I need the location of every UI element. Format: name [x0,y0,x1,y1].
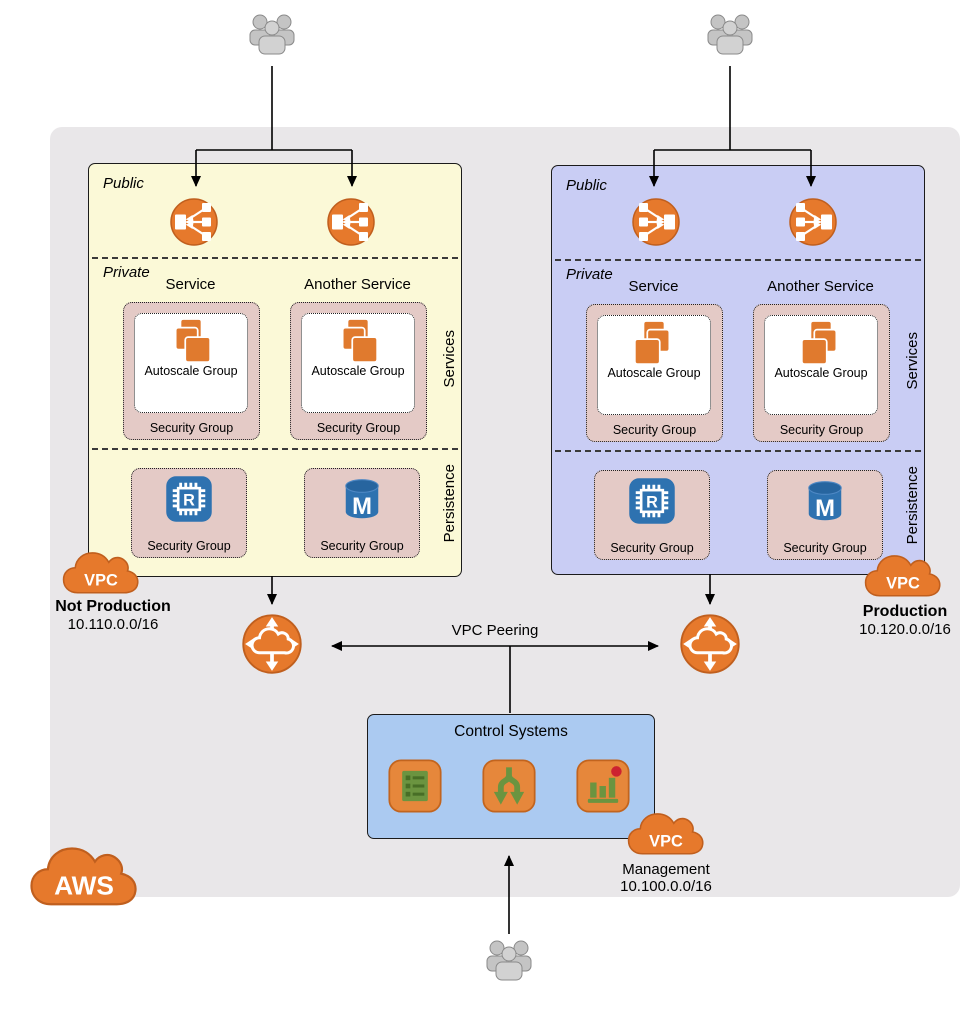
vpc-box-production: Public [551,165,925,575]
vpc-badge-label: VPC [84,572,118,590]
instances-stack-icon [174,318,212,363]
autoscale-group-label: Autoscale Group [144,364,238,378]
vpc-caption-not-production: Not Production 10.110.0.0/16 [28,598,198,633]
autoscale-group-label: Autoscale Group [311,364,405,378]
mysql-database-icon: M [808,481,842,522]
vpc-cidr: 10.100.0.0/16 [620,878,712,895]
redis-cache-icon: R [629,478,675,524]
vpc-badge-label: VPC [649,833,683,851]
security-group-box: R Security Group [594,470,710,560]
security-group-label: Security Group [149,421,234,435]
security-group-box: Autoscale Group Security Group [123,302,260,440]
autoscale-group-box: Autoscale Group [134,313,248,413]
security-group-label: Security Group [783,541,867,555]
service-title: Service [628,278,679,295]
load-balancer-icon [170,198,218,246]
aws-cloud-logo: AWS [30,847,137,906]
svg-text:M: M [815,495,835,522]
redis-cache-icon: R [166,476,212,522]
another-service-title: Another Service [767,278,874,295]
vpc-caption-production: Production 10.120.0.0/16 [820,603,973,638]
public-private-divider [92,257,458,259]
aws-logo-label: AWS [54,870,114,900]
load-balancer-icon [632,198,680,246]
private-zone-label: Private [566,266,613,283]
instances-stack-icon [800,320,838,365]
vpc-name: Production [862,603,948,620]
security-group-box: M Security Group [304,468,420,558]
svg-text:R: R [646,494,658,512]
users-icon [249,14,295,55]
config-template-icon [388,759,442,813]
security-group-label: Security Group [779,423,864,437]
load-balancer-icon [789,198,837,246]
autoscale-group-box: Autoscale Group [764,315,878,415]
security-group-box: Autoscale Group Security Group [753,304,890,442]
autoscale-group-box: Autoscale Group [301,313,415,413]
pipeline-branch-icon [482,759,536,813]
control-systems-title: Control Systems [454,723,568,740]
users-icon [486,940,532,981]
security-group-box: Autoscale Group Security Group [586,304,723,442]
security-group-label: Security Group [612,423,697,437]
load-balancer-icon [327,198,375,246]
public-private-divider [555,259,921,261]
services-persistence-divider [92,448,458,450]
autoscale-group-box: Autoscale Group [597,315,711,415]
vpc-cloud-badge: VPC [864,555,941,597]
autoscale-group-label: Autoscale Group [774,366,868,380]
public-zone-label: Public [566,177,607,194]
security-group-box: Autoscale Group Security Group [290,302,427,440]
security-group-label: Security Group [610,541,694,555]
vpc-name: Management [622,861,710,878]
control-systems-box: Control Systems [367,714,655,839]
vpc-cidr: 10.110.0.0/16 [67,616,159,633]
instances-stack-icon [633,320,671,365]
service-title: Service [165,276,216,293]
services-section-label: Services [441,330,458,388]
vpc-peering-label: VPC Peering [451,622,539,639]
public-zone-label: Public [103,175,144,192]
vpc-box-not-production: Public [88,163,462,577]
security-group-box: R Security Group [131,468,247,558]
persistence-section-label: Persistence [441,464,458,543]
security-group-label: Security Group [316,421,401,435]
vpc-router-icon [242,614,302,674]
services-section-label: Services [904,332,921,390]
another-service-title: Another Service [304,276,411,293]
security-group-label: Security Group [320,539,404,553]
svg-text:M: M [352,493,372,520]
security-group-label: Security Group [147,539,231,553]
svg-text:R: R [183,492,195,510]
vpc-cidr: 10.120.0.0/16 [859,621,951,638]
private-zone-label: Private [103,264,150,281]
vpc-badge-label: VPC [886,575,920,593]
vpc-name: Not Production [55,598,171,615]
autoscale-group-label: Autoscale Group [607,366,701,380]
instances-stack-icon [341,318,379,363]
services-persistence-divider [555,450,921,452]
mysql-database-icon: M [345,479,379,520]
cloudwatch-monitoring-icon [576,759,630,813]
persistence-section-label: Persistence [904,466,921,545]
vpc-router-icon [680,614,740,674]
vpc-caption-management: Management 10.100.0.0/16 [581,861,751,895]
security-group-box: M Security Group [767,470,883,560]
vpc-cloud-badge: VPC [627,813,704,855]
vpc-cloud-badge: VPC [62,552,139,594]
users-icon [707,14,753,55]
